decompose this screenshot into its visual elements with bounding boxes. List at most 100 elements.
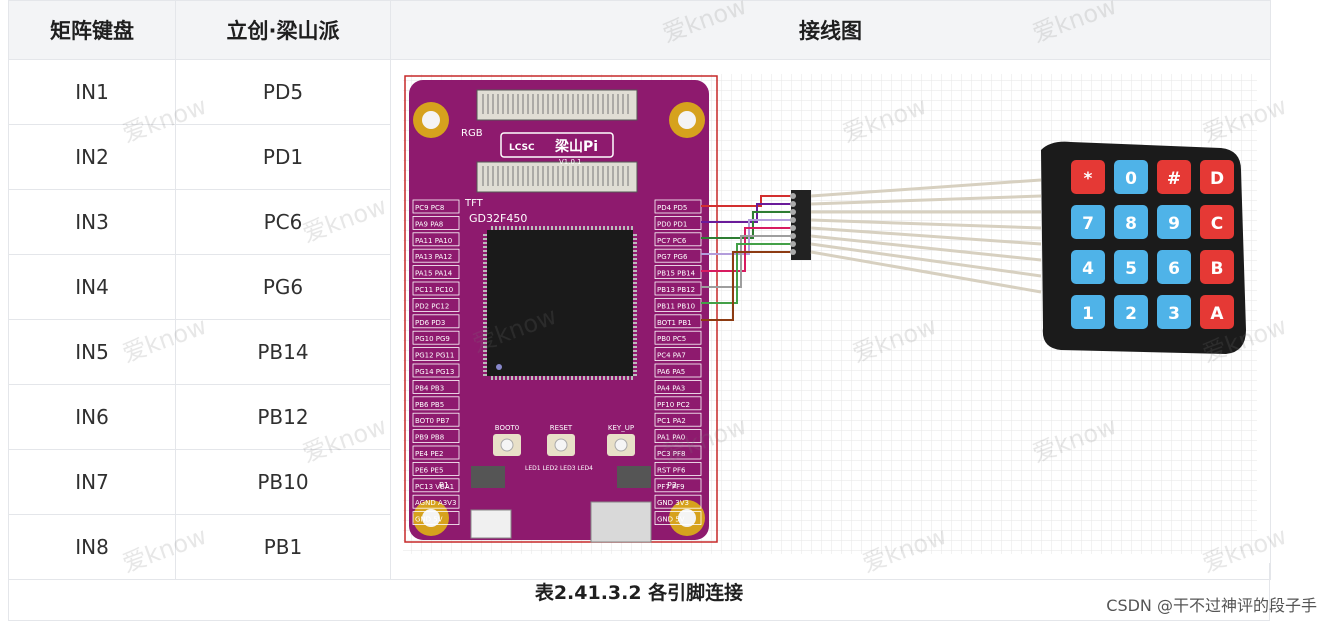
right-pin-label: PC1 PA2 <box>657 417 686 425</box>
pin-label-box <box>654 478 702 493</box>
mcu-pin <box>599 376 601 380</box>
mcu-pin <box>483 278 487 280</box>
keypad-key <box>1200 160 1234 194</box>
mcu-pin <box>633 310 637 312</box>
board-button-cap <box>614 438 628 452</box>
pin-label-box <box>654 429 702 444</box>
left-pin-label: PD2 PC12 <box>415 302 449 310</box>
keypad-key-label: # <box>1167 169 1181 189</box>
mcu-pin <box>579 226 581 230</box>
mcu-pin <box>507 376 509 380</box>
mcu-pin <box>539 376 541 380</box>
brand-frame <box>500 132 614 158</box>
right-pin-label: PB0 PC5 <box>657 335 686 343</box>
pin-label-box <box>654 412 702 427</box>
mcu-pin <box>571 226 573 230</box>
mcu-pin <box>483 370 487 372</box>
mcu-pin <box>547 376 549 380</box>
mcu-pin <box>607 376 609 380</box>
mcu-pin <box>633 346 637 348</box>
pin-label-box <box>412 248 460 263</box>
mcu-pin <box>633 270 637 272</box>
chip-label: GD32F450 <box>469 212 527 225</box>
header-keypad: 矩阵键盘 <box>8 0 176 60</box>
mcu-pin <box>583 226 585 230</box>
pin-label-box <box>654 445 702 460</box>
mcu-pin <box>633 274 637 276</box>
button-label: RESET <box>550 424 573 432</box>
keypad-pin-cell: IN3 <box>8 189 176 255</box>
mcu-pin <box>483 262 487 264</box>
keypad-pin-cell: IN5 <box>8 319 176 385</box>
pin-label-box <box>412 347 460 362</box>
mcu-pin <box>483 258 487 260</box>
mcu-pin <box>631 376 633 380</box>
keypad-connector <box>791 190 811 260</box>
left-pin-label: PA13 PA12 <box>415 253 452 261</box>
pin-label-box <box>654 297 702 312</box>
keypad-key-label: 7 <box>1082 214 1094 234</box>
keypad-pin-cell: IN4 <box>8 254 176 320</box>
pin-label-box <box>412 330 460 345</box>
right-pin-label: PB15 PB14 <box>657 270 696 278</box>
header-wiring-diagram: 接线图 <box>390 0 1271 60</box>
pin-label-box <box>412 429 460 444</box>
mcu-pin <box>633 326 637 328</box>
mcu-pin <box>535 376 537 380</box>
pin-label-box <box>412 232 460 247</box>
mcu-pin <box>483 374 487 376</box>
mcu-pin <box>483 306 487 308</box>
header-board-pin: 立创·梁山派 <box>175 0 391 60</box>
jumper-wire <box>701 227 791 272</box>
mcu-pin <box>483 330 487 332</box>
ribbon-strand <box>810 178 1042 198</box>
board-pin-cell: PG6 <box>175 254 391 320</box>
mcu-pin1-dot <box>496 364 502 370</box>
mcu-pin <box>575 376 577 380</box>
mcu-pin <box>571 376 573 380</box>
pin-label-box <box>412 363 460 378</box>
keypad-key <box>1071 250 1105 284</box>
button-label: BOOT0 <box>495 424 519 432</box>
connector-pin-end <box>790 217 796 223</box>
tft-connector <box>476 161 638 193</box>
mcu-pin <box>633 330 637 332</box>
left-pin-label: PA15 PA14 <box>415 270 453 278</box>
mcu-pin <box>633 342 637 344</box>
mcu-pin <box>599 226 601 230</box>
keypad-key <box>1200 205 1234 239</box>
mcu-pin <box>483 346 487 348</box>
mcu-pin <box>583 376 585 380</box>
keypad-key <box>1157 160 1191 194</box>
mcu-pin <box>633 246 637 248</box>
pin-label-box <box>654 396 702 411</box>
left-pin-label: BOT0 PB7 <box>415 417 450 425</box>
keypad-key-label: 0 <box>1125 169 1137 189</box>
right-pin-label: BOT1 PB1 <box>657 319 692 327</box>
mcu-pin <box>503 226 505 230</box>
mounting-hole <box>422 509 440 527</box>
rgb-label: RGB <box>461 128 483 139</box>
keypad-key-label: 6 <box>1168 259 1180 279</box>
pin-label-box <box>412 265 460 280</box>
connector-pin-end <box>790 241 796 247</box>
usb-c-port <box>590 501 652 543</box>
keypad-key-label: 1 <box>1082 304 1094 324</box>
mcu-pin <box>483 294 487 296</box>
mcu-pin <box>483 310 487 312</box>
mcu-pin <box>483 334 487 336</box>
mcu-pin <box>633 254 637 256</box>
keypad-key <box>1114 160 1148 194</box>
mcu-pin <box>495 376 497 380</box>
right-pin-label: PC4 PA7 <box>657 352 686 360</box>
pin-label-box <box>412 281 460 296</box>
right-pin-label: PC3 PF8 <box>657 450 686 458</box>
mcu-pin <box>499 226 501 230</box>
board-pin-cell: PB14 <box>175 319 391 385</box>
mcu-pin <box>633 278 637 280</box>
pin-label-box <box>412 215 460 230</box>
mcu-pin <box>555 226 557 230</box>
mcu-pin <box>547 226 549 230</box>
